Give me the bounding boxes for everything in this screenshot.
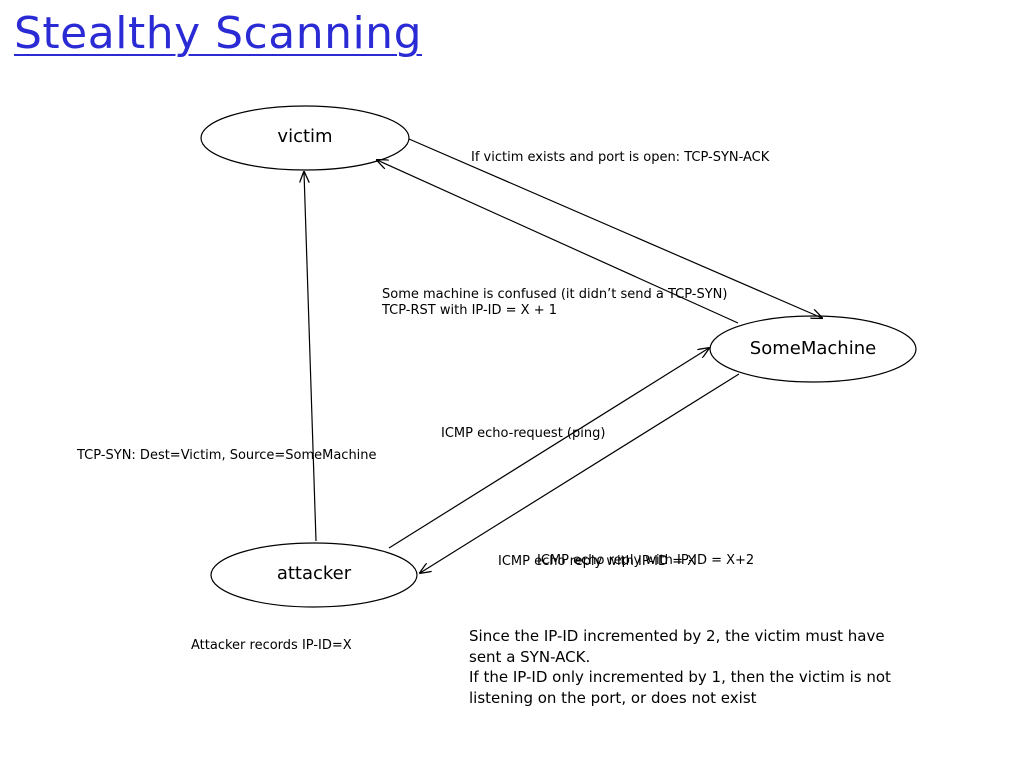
- syn-ack-label: If victim exists and port is open: TCP-S…: [471, 150, 770, 165]
- somemachine-label: SomeMachine: [749, 338, 877, 359]
- conclusion-line-2: sent a SYN-ACK.: [469, 648, 591, 666]
- victim-label: victim: [277, 126, 333, 147]
- attacker-label: attacker: [276, 563, 352, 584]
- attacker-node: [210, 542, 418, 608]
- echo-reply-x-label: ICMP echo reply with IP-ID = X: [498, 554, 697, 569]
- syn-ack-arrow: [408, 138, 822, 318]
- echo-request-label: ICMP echo-request (ping): [441, 426, 606, 441]
- slide-title: Stealthy Scanning: [14, 8, 423, 59]
- conclusion-line-4: listening on the port, or does not exist: [469, 689, 757, 707]
- echo-reply-x2-label: ICMP echo reply with IP-ID = X+2: [537, 553, 755, 568]
- rst-label-line2: TCP-RST with IP-ID = X + 1: [382, 303, 557, 318]
- conclusion-line-1: Since the IP-ID incremented by 2, the vi…: [469, 627, 885, 645]
- tcp-syn-arrow: [304, 172, 317, 542]
- tcp-syn-label: TCP-SYN: Dest=Victim, Source=SomeMachine: [77, 448, 377, 463]
- attacker-records-note: Attacker records IP-ID=X: [191, 638, 352, 653]
- rst-arrow: [377, 160, 739, 324]
- conclusion-line-3: If the IP-ID only incremented by 1, then…: [469, 668, 891, 686]
- victim-node: [200, 105, 410, 171]
- echo-reply-arrow: [420, 373, 740, 573]
- echo-request-arrow: [388, 348, 709, 549]
- rst-label-line1: Some machine is confused (it didn’t send…: [382, 287, 728, 302]
